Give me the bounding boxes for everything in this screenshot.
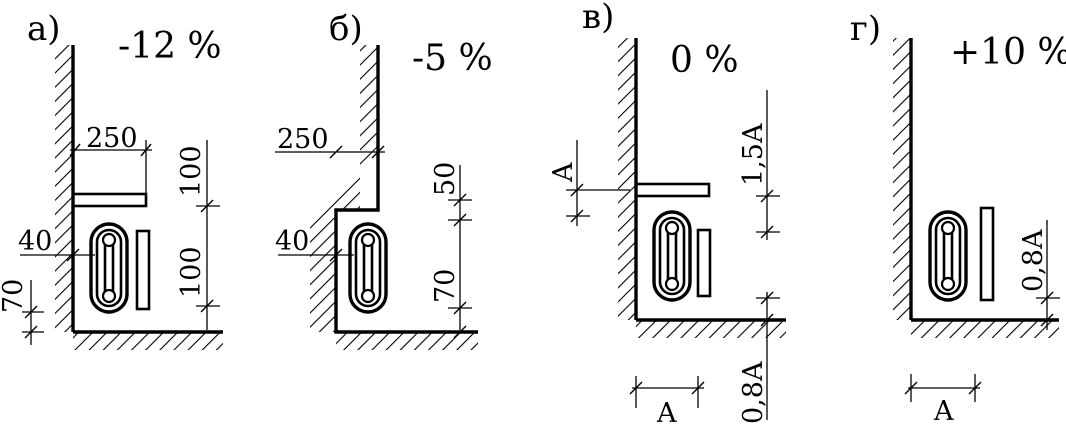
- panel-c: в) 0 % A: [548, 0, 786, 426]
- panel-c-dim-width-a: A: [656, 398, 677, 426]
- panel-a-floor: [73, 330, 223, 350]
- panel-d-floor: [911, 318, 1059, 338]
- panel-d-dim-floor-gap: 0,8A: [1018, 229, 1049, 292]
- panel-a-dim-wall-gap: 40: [18, 226, 52, 257]
- panel-d-radiator-icon: [928, 210, 968, 302]
- panel-b-dims: 250 50 70 40: [275, 124, 472, 339]
- panel-c-label: в): [582, 0, 614, 37]
- panel-a-shelf: [71, 192, 148, 208]
- panel-d-screen-panel: [979, 206, 995, 302]
- panel-a-screen-panel: [135, 229, 151, 311]
- panel-a-wall: [55, 45, 75, 332]
- panel-a-dim-bottom-gap: 100: [176, 246, 207, 298]
- panel-a-percent: -12 %: [118, 26, 222, 67]
- panel-a-dim-shelf-gap: 100: [176, 145, 207, 197]
- panel-c-dim-floor-gap: 0,8A: [738, 361, 769, 424]
- panel-c-dim-left-a: A: [548, 162, 579, 183]
- panel-d-label: г): [850, 9, 881, 49]
- panel-b-percent: -5 %: [412, 38, 493, 79]
- panel-b-floor: [336, 332, 478, 350]
- panel-b-dim-niche-gap: 50: [430, 162, 461, 196]
- panel-a-dim-floor-gap: 70: [0, 279, 29, 313]
- panel-a-label: а): [27, 9, 61, 49]
- panel-c-screen-panel: [696, 228, 712, 298]
- panel-c-shelf: [634, 182, 711, 198]
- panel-a-dim-shelf-depth: 250: [86, 123, 138, 154]
- panel-b-dim-wall-gap: 40: [275, 226, 309, 257]
- panel-a-radiator-icon: [89, 222, 129, 314]
- panel-d-percent: +10 %: [950, 32, 1066, 73]
- panel-b-dim-sill-depth: 250: [277, 124, 329, 155]
- panel-d-dim-width-a: A: [933, 396, 954, 426]
- panel-d: г) +10 % 0,8A: [850, 9, 1066, 426]
- panel-b: б) -5 % 250 50: [275, 9, 493, 350]
- panel-c-dim-shelf-gap: 1,5A: [738, 123, 769, 186]
- panel-a-dims: 250 100 100 40 70: [0, 123, 220, 345]
- panel-d-dims: 0,8A A: [904, 220, 1060, 426]
- panel-d-wall: [893, 38, 913, 320]
- panel-b-radiator-icon: [348, 222, 388, 314]
- panel-a: а) -12 % 250: [0, 9, 223, 350]
- panel-c-percent: 0 %: [670, 40, 739, 81]
- panel-c-radiator-icon: [652, 210, 692, 302]
- panel-c-dims: A 1,5A 0,8A A: [548, 90, 780, 426]
- panel-b-dim-floor-gap: 70: [430, 269, 461, 303]
- panel-c-floor: [636, 318, 786, 338]
- panel-c-wall: [618, 38, 638, 320]
- panel-b-label: б): [329, 9, 363, 49]
